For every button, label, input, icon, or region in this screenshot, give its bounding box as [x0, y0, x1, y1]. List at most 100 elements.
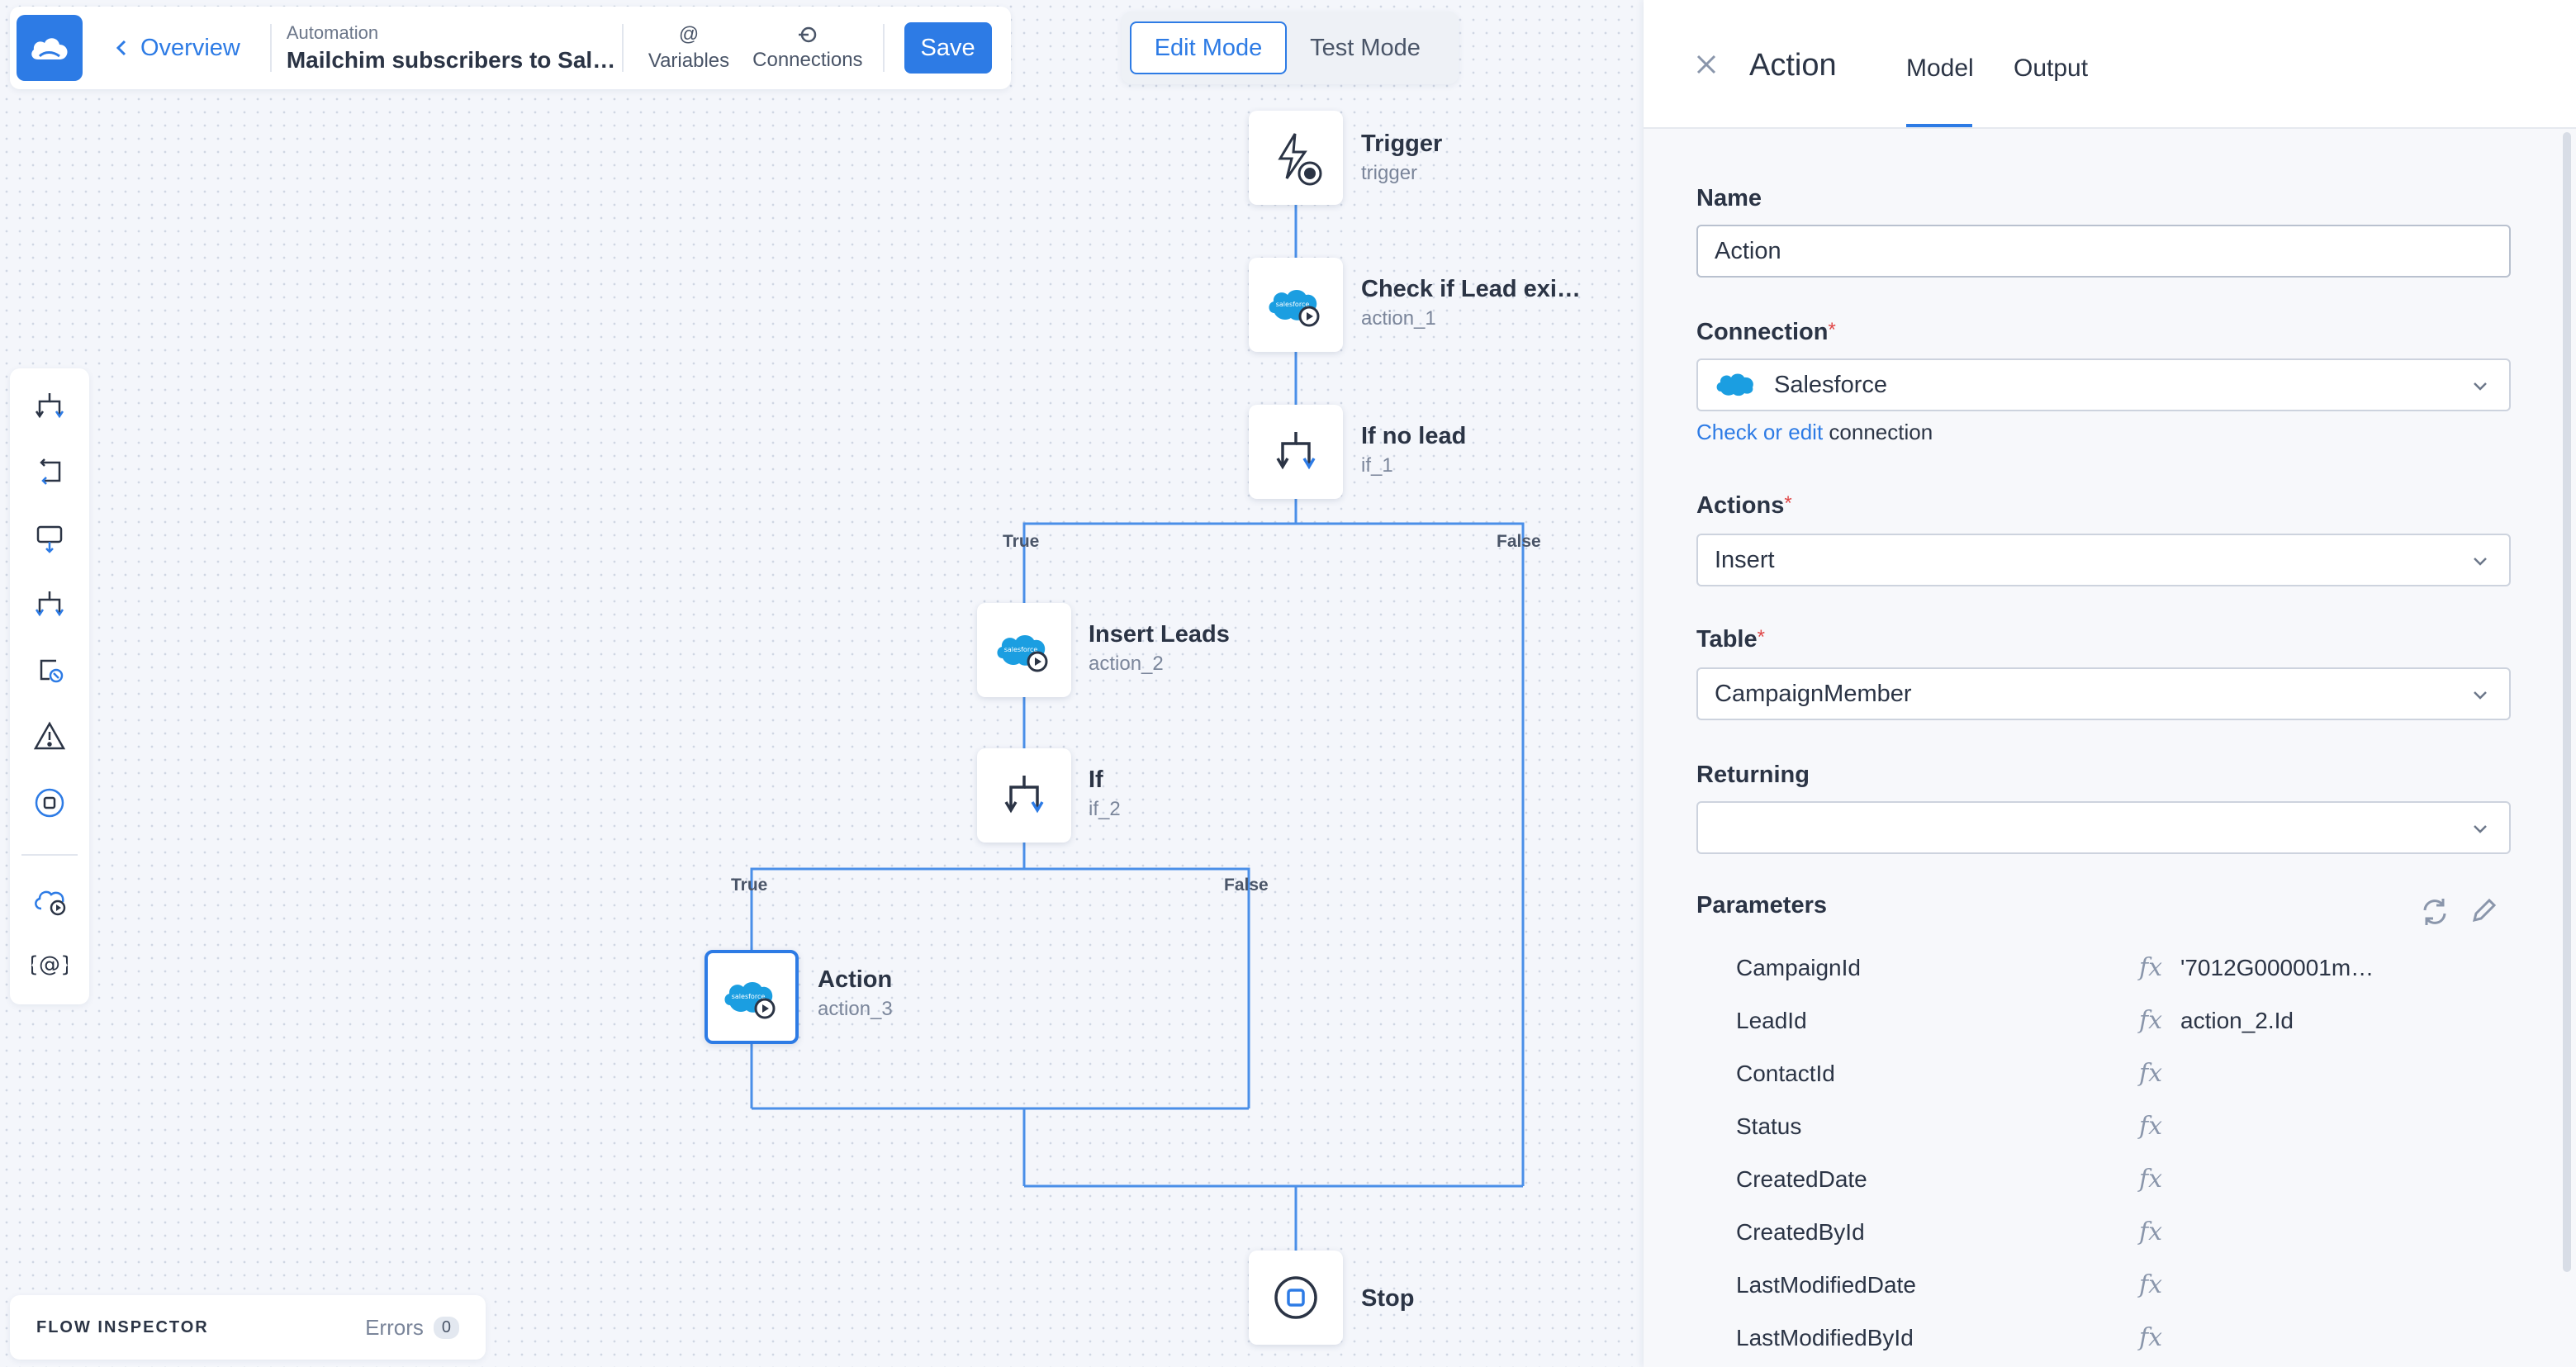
node-title: Trigger: [1361, 131, 1443, 157]
branch-false-label: False: [1224, 876, 1269, 895]
node-if-1[interactable]: [1249, 405, 1343, 499]
add-loop-button[interactable]: [30, 453, 69, 492]
parameter-name: CreatedDate: [1736, 1166, 1867, 1192]
add-action-button[interactable]: [30, 880, 69, 920]
breadcrumb: Automation Mailchim subscribers to Sales…: [287, 22, 622, 74]
fx-icon[interactable]: fx: [2139, 1270, 2163, 1299]
fx-icon[interactable]: fx: [2139, 953, 2163, 982]
salesforce-logo-text: salesforce: [732, 993, 766, 1000]
top-toolbar: Overview Automation Mailchim subscribers…: [10, 7, 1011, 89]
edit-pencil-icon[interactable]: [2469, 897, 2498, 925]
parameter-value[interactable]: '7012G000001m…: [2180, 955, 2374, 980]
panel-body: Name Action Connection* Salesforce Check…: [1644, 129, 2576, 1367]
parallel-icon: [35, 591, 64, 617]
refresh-icon[interactable]: [2418, 895, 2451, 928]
fx-icon[interactable]: fx: [2139, 1217, 2163, 1246]
if-icon: [1276, 432, 1316, 470]
add-parallel-button[interactable]: [30, 585, 69, 624]
loop-icon: [40, 458, 61, 485]
node-id: if_2: [1089, 798, 1121, 820]
test-mode-button[interactable]: Test Mode: [1310, 34, 1421, 61]
actions-select[interactable]: Insert: [1696, 534, 2511, 586]
add-if-button[interactable]: [30, 387, 69, 426]
properties-panel: Action Model Output Name Action Connecti…: [1644, 0, 2576, 1367]
fx-icon[interactable]: fx: [2139, 1323, 2163, 1352]
flow-connectors: [750, 205, 1525, 1251]
table-value: CampaignMember: [1715, 680, 1912, 707]
tab-model[interactable]: Model: [1906, 55, 1974, 82]
fx-icon[interactable]: fx: [2139, 1006, 2163, 1035]
errors-label: Errors: [365, 1314, 424, 1340]
chevron-left-icon: [116, 40, 126, 56]
chevron-down-icon: [2474, 558, 2487, 566]
if-icon: [1004, 776, 1044, 814]
automation-title[interactable]: Mailchim subscribers to Salesf…: [286, 47, 622, 73]
node-title: Stop: [1361, 1285, 1415, 1312]
parameter-value[interactable]: action_2.Id: [2180, 1008, 2294, 1033]
parameter-name: CampaignId: [1736, 955, 1861, 980]
connections-button[interactable]: Connections: [752, 24, 863, 72]
node-action-3[interactable]: salesforce: [704, 950, 799, 1044]
divider: [882, 24, 885, 72]
add-stop-button[interactable]: [30, 783, 69, 823]
node-title: Check if Lead exi…: [1361, 276, 1581, 302]
node-title: If no lead: [1361, 423, 1467, 449]
connection-select[interactable]: Salesforce: [1696, 358, 2511, 411]
node-action-2[interactable]: salesforce: [977, 603, 1071, 697]
variables-label: Variables: [648, 50, 730, 72]
table-select[interactable]: CampaignMember: [1696, 667, 2511, 720]
node-id: action_1: [1361, 307, 1436, 330]
panel-header: Action Model Output: [1644, 0, 2576, 129]
salesforce-icon: [1716, 373, 1753, 396]
panel-scrollbar[interactable]: [2563, 132, 2571, 1272]
add-variables-button[interactable]: {@}: [30, 945, 69, 985]
node-stop[interactable]: [1249, 1251, 1343, 1345]
add-raise-error-button[interactable]: [30, 717, 69, 757]
chevron-down-icon: [2474, 691, 2487, 700]
fx-icon[interactable]: fx: [2139, 1165, 2163, 1194]
flow-inspector[interactable]: FLOW INSPECTOR Errors 0: [10, 1295, 486, 1360]
wait-icon: [36, 525, 63, 553]
connection-label: Connection*: [1696, 319, 1836, 345]
add-try-catch-button[interactable]: [30, 651, 69, 691]
node-trigger[interactable]: [1249, 111, 1343, 205]
close-icon[interactable]: [1695, 53, 1718, 76]
stop-icon: [35, 788, 64, 818]
active-tab-indicator: [1906, 124, 1972, 127]
at-icon: @: [678, 23, 700, 45]
node-title: Insert Leads: [1089, 621, 1230, 648]
node-action-1[interactable]: salesforce: [1249, 258, 1343, 352]
save-button[interactable]: Save: [904, 22, 992, 74]
panel-title: Action: [1749, 48, 1837, 83]
errors-count-badge: 0: [433, 1316, 459, 1339]
returning-select[interactable]: [1696, 801, 2511, 854]
chevron-down-icon: [2474, 382, 2487, 391]
warning-icon: [33, 721, 66, 750]
parameter-name: LastModifiedDate: [1736, 1272, 1916, 1298]
name-label: Name: [1696, 185, 1762, 211]
check-or-edit-link[interactable]: Check or edit: [1696, 420, 1824, 444]
node-id: action_3: [818, 998, 893, 1020]
fx-icon[interactable]: fx: [2139, 1112, 2163, 1141]
app-logo-button[interactable]: [17, 15, 83, 81]
branch-false-label: False: [1497, 532, 1541, 551]
divider: [621, 24, 624, 72]
node-id: trigger: [1361, 162, 1418, 184]
connections-label: Connections: [752, 49, 863, 71]
required-mark: *: [1784, 492, 1792, 515]
fx-icon[interactable]: fx: [2139, 1059, 2163, 1088]
overview-back-link[interactable]: Overview: [116, 35, 240, 62]
node-if-2[interactable]: [977, 748, 1071, 843]
if-icon: [35, 393, 64, 419]
tab-output[interactable]: Output: [2014, 55, 2089, 82]
edit-mode-button[interactable]: Edit Mode: [1130, 21, 1287, 74]
chevron-down-icon: [2474, 825, 2487, 833]
connection-help: Check or edit connection: [1696, 420, 1933, 445]
add-wait-button[interactable]: [30, 519, 69, 558]
connection-icon: [798, 26, 817, 43]
salesforce-icon: salesforce: [997, 635, 1048, 672]
name-input[interactable]: Action: [1696, 225, 2511, 278]
variables-button[interactable]: @ Variables: [648, 23, 729, 73]
trigger-icon: [1278, 133, 1322, 186]
node-id: if_1: [1361, 454, 1393, 477]
